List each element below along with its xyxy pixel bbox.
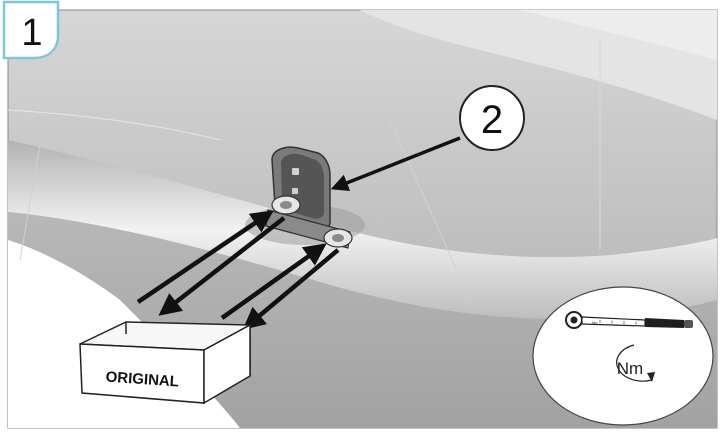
panel-line xyxy=(389,119,471,301)
step-number: 1 xyxy=(21,12,42,54)
panel-line xyxy=(19,144,41,261)
install-arrow xyxy=(136,210,274,304)
body-surface-upper xyxy=(360,10,717,120)
direction-arrows xyxy=(136,136,461,330)
panel-line xyxy=(7,109,221,141)
rotation-arrow-icon xyxy=(616,344,655,382)
step-badge: 1 xyxy=(2,0,60,60)
mounting-bracket xyxy=(245,146,365,249)
inset-circle xyxy=(532,286,714,426)
bumper-rim xyxy=(8,140,717,319)
torque-unit-label: Nm xyxy=(617,359,643,378)
callout-leader-arrow xyxy=(330,136,461,191)
remove-arrow xyxy=(242,248,340,330)
original-parts-box: ORIGINAL xyxy=(79,321,253,405)
body-highlight xyxy=(520,10,717,60)
torque-inset: Nm Nm xyxy=(532,286,714,426)
torque-wrench-icon: Nm xyxy=(565,311,693,329)
callout-number: 2 xyxy=(481,98,503,142)
remove-arrow xyxy=(158,216,286,316)
callout-2: 2 xyxy=(459,85,525,151)
wrench-scale-label: Nm xyxy=(592,321,598,325)
install-arrow xyxy=(220,243,327,320)
box-label: ORIGINAL xyxy=(105,368,179,390)
